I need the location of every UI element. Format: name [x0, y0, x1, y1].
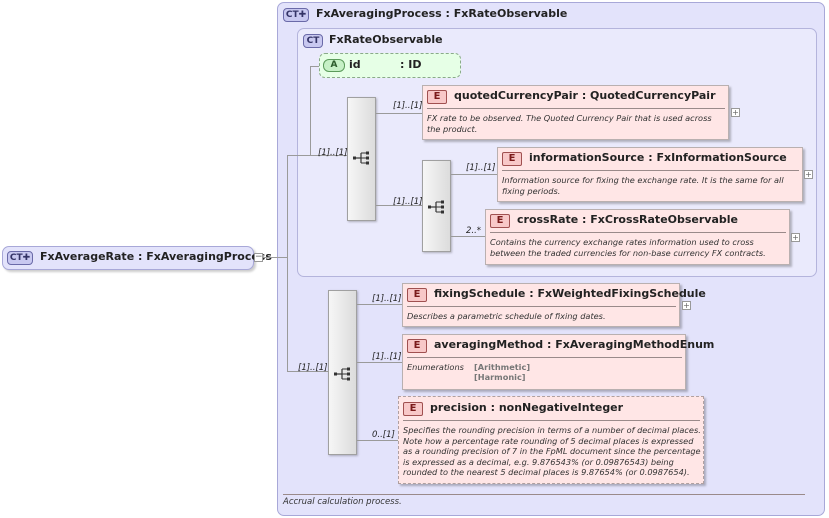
element-type: FxInformationSource	[656, 151, 787, 164]
divider	[502, 170, 799, 171]
element-type: FxCrossRateObservable	[590, 213, 739, 226]
root-type: FxAveragingProcess	[146, 250, 272, 263]
connector-line	[310, 66, 311, 156]
sequence-icon	[428, 199, 446, 214]
element-cardinality: [1]..[1]	[393, 101, 423, 111]
element-icon: E	[502, 152, 522, 166]
element-name: precision	[430, 401, 487, 414]
element-description: Specifies the rounding precision in term…	[403, 425, 701, 477]
expand-toggle[interactable]: +	[731, 108, 740, 117]
element-cardinality: [1]..[1]	[372, 352, 402, 362]
element-cardinality: 0..[1]	[372, 430, 395, 440]
element-icon: E	[407, 339, 427, 353]
element-description: Describes a parametric schedule of fixin…	[407, 311, 606, 321]
element-title: crossRate : FxCrossRateObservable	[517, 213, 739, 226]
attribute-name: id	[349, 58, 361, 71]
element-title: fixingSchedule : FxWeightedFixingSchedul…	[434, 287, 706, 300]
element-title: informationSource : FxInformationSource	[529, 151, 787, 164]
element-name: fixingSchedule	[434, 287, 526, 300]
element-cardinality: 2..*	[466, 226, 482, 236]
attribute-type: : ID	[400, 58, 422, 71]
element-name: crossRate	[517, 213, 579, 226]
divider	[407, 357, 682, 358]
connector-line	[451, 174, 497, 175]
element-description: Information source for fixing the exchan…	[502, 175, 784, 196]
element-precision[interactable]	[398, 396, 704, 484]
divider	[427, 108, 725, 109]
element-name: quotedCurrencyPair	[454, 89, 578, 102]
element-icon: E	[490, 214, 510, 228]
element-information-source[interactable]	[497, 147, 803, 202]
connector-line	[287, 371, 328, 372]
element-type: FxAveragingMethodEnum	[555, 338, 715, 351]
sequence-icon	[353, 150, 371, 165]
sequence-icon	[334, 366, 352, 381]
expand-toggle[interactable]: +	[804, 170, 813, 179]
element-description: Contains the currency exchange rates inf…	[490, 237, 766, 258]
connector-line	[310, 66, 322, 67]
attribute-icon: A	[323, 59, 345, 72]
element-name: averagingMethod	[434, 338, 544, 351]
connector-line	[376, 113, 422, 114]
element-type: nonNegativeInteger	[498, 401, 624, 414]
fx-averaging-process-title: FxAveragingProcess : FxRateObservable	[316, 7, 568, 20]
process-name: FxAveragingProcess	[316, 7, 442, 20]
fx-average-rate-node[interactable]	[2, 246, 254, 270]
expand-toggle[interactable]: +	[682, 301, 691, 310]
element-averaging-method[interactable]	[402, 334, 686, 390]
element-name: informationSource	[529, 151, 645, 164]
connector-line	[357, 304, 402, 305]
element-fixing-schedule[interactable]	[402, 283, 680, 327]
sequence-cardinality: [1]..[1]	[318, 148, 348, 158]
element-quoted-currency-pair[interactable]	[422, 85, 729, 140]
sequence-cardinality: [1]..[1]	[298, 363, 328, 373]
connector-line	[357, 362, 402, 363]
element-cardinality: [1]..[1]	[372, 294, 402, 304]
connector-line	[263, 257, 287, 258]
connector-line	[451, 236, 485, 237]
process-type: FxRateObservable	[453, 7, 568, 20]
connector-line	[287, 155, 347, 156]
fx-average-rate-title: FxAverageRate : FxAveragingProcess	[40, 250, 272, 263]
enumeration-value: [Arithmetic]	[474, 362, 531, 372]
expand-toggle[interactable]: +	[791, 233, 800, 242]
connector-line	[287, 155, 288, 372]
element-icon: E	[403, 402, 423, 416]
complex-type-icon: CT	[303, 34, 323, 48]
complex-type-icon: CT✚	[283, 8, 309, 22]
divider	[403, 420, 700, 421]
element-cross-rate[interactable]	[485, 209, 790, 265]
collapse-toggle[interactable]: −	[254, 252, 263, 262]
element-cardinality: [1]..[1]	[466, 163, 496, 173]
divider	[407, 306, 676, 307]
element-icon: E	[407, 288, 427, 302]
element-type: QuotedCurrencyPair	[590, 89, 716, 102]
element-description: FX rate to be observed. The Quoted Curre…	[427, 113, 712, 134]
fx-rate-observable-title: FxRateObservable	[329, 33, 443, 46]
divider	[283, 494, 805, 495]
divider	[490, 232, 786, 233]
connector-line	[357, 440, 398, 441]
sequence-cardinality: [1]..[1]	[393, 197, 423, 207]
element-type: FxWeightedFixingSchedule	[537, 287, 706, 300]
enumeration-value: [Harmonic]	[474, 372, 526, 382]
element-title: averagingMethod : FxAveragingMethodEnum	[434, 338, 715, 351]
connector-line	[376, 205, 422, 206]
process-documentation: Accrual calculation process.	[283, 497, 402, 507]
enumerations-label: Enumerations	[407, 362, 464, 372]
element-title: precision : nonNegativeInteger	[430, 401, 624, 414]
complex-type-icon: CT✚	[7, 251, 33, 265]
root-name: FxAverageRate	[40, 250, 135, 263]
element-icon: E	[427, 90, 447, 104]
element-title: quotedCurrencyPair : QuotedCurrencyPair	[454, 89, 716, 102]
